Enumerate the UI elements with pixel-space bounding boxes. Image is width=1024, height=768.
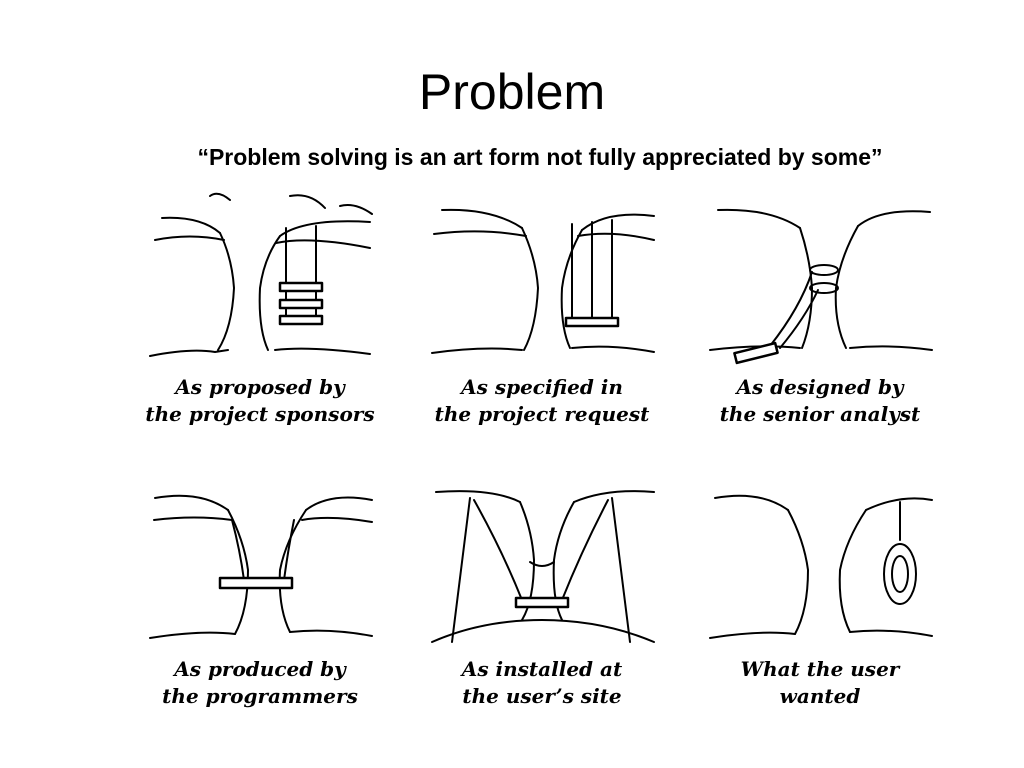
- panel-proposed: As proposed by the project sponsors: [130, 188, 390, 428]
- slide-title: Problem: [418, 64, 606, 120]
- caption-installed: As installed at the user’s site: [412, 656, 672, 710]
- tied-to-trunk-swing-illustration: [709, 208, 933, 365]
- caption-line-1: As proposed by: [175, 375, 345, 399]
- panel-specified: As specified in the project request: [412, 188, 672, 428]
- panel-installed: As installed at the user’s site: [412, 470, 672, 710]
- panel-produced: As produced by the programmers: [130, 470, 390, 710]
- caption-line-1: As produced by: [174, 657, 346, 681]
- caption-line-2: the senior analyst: [719, 402, 921, 426]
- tire-swing-illustration: [709, 494, 933, 639]
- caption-specified: As specified in the project request: [412, 374, 672, 428]
- caption-line-1: As installed at: [461, 657, 623, 681]
- caption-line-1: What the user: [740, 657, 900, 681]
- caption-produced: As produced by the programmers: [130, 656, 390, 710]
- caption-proposed: As proposed by the project sponsors: [130, 374, 390, 428]
- caption-line-2: the user’s site: [462, 684, 622, 708]
- caption-line-2: the programmers: [162, 684, 358, 708]
- panel-designed: As designed by the senior analyst: [690, 188, 950, 428]
- ladder-swing-illustration: [149, 192, 373, 357]
- caption-wanted: What the user wanted: [690, 656, 950, 710]
- caption-line-1: As designed by: [736, 375, 904, 399]
- caption-line-2: the project request: [434, 402, 650, 426]
- panel-wanted: What the user wanted: [690, 470, 950, 710]
- caption-line-2: the project sponsors: [145, 402, 375, 426]
- caption-line-2: wanted: [779, 684, 861, 708]
- caption-designed: As designed by the senior analyst: [690, 374, 950, 428]
- quote-subtitle: “Problem solving is an art form not full…: [197, 144, 883, 170]
- caption-line-1: As specified in: [461, 375, 623, 399]
- propped-branch-swing-illustration: [431, 490, 655, 643]
- swing-around-trunk-illustration: [149, 494, 373, 639]
- three-rope-swing-illustration: [431, 208, 655, 354]
